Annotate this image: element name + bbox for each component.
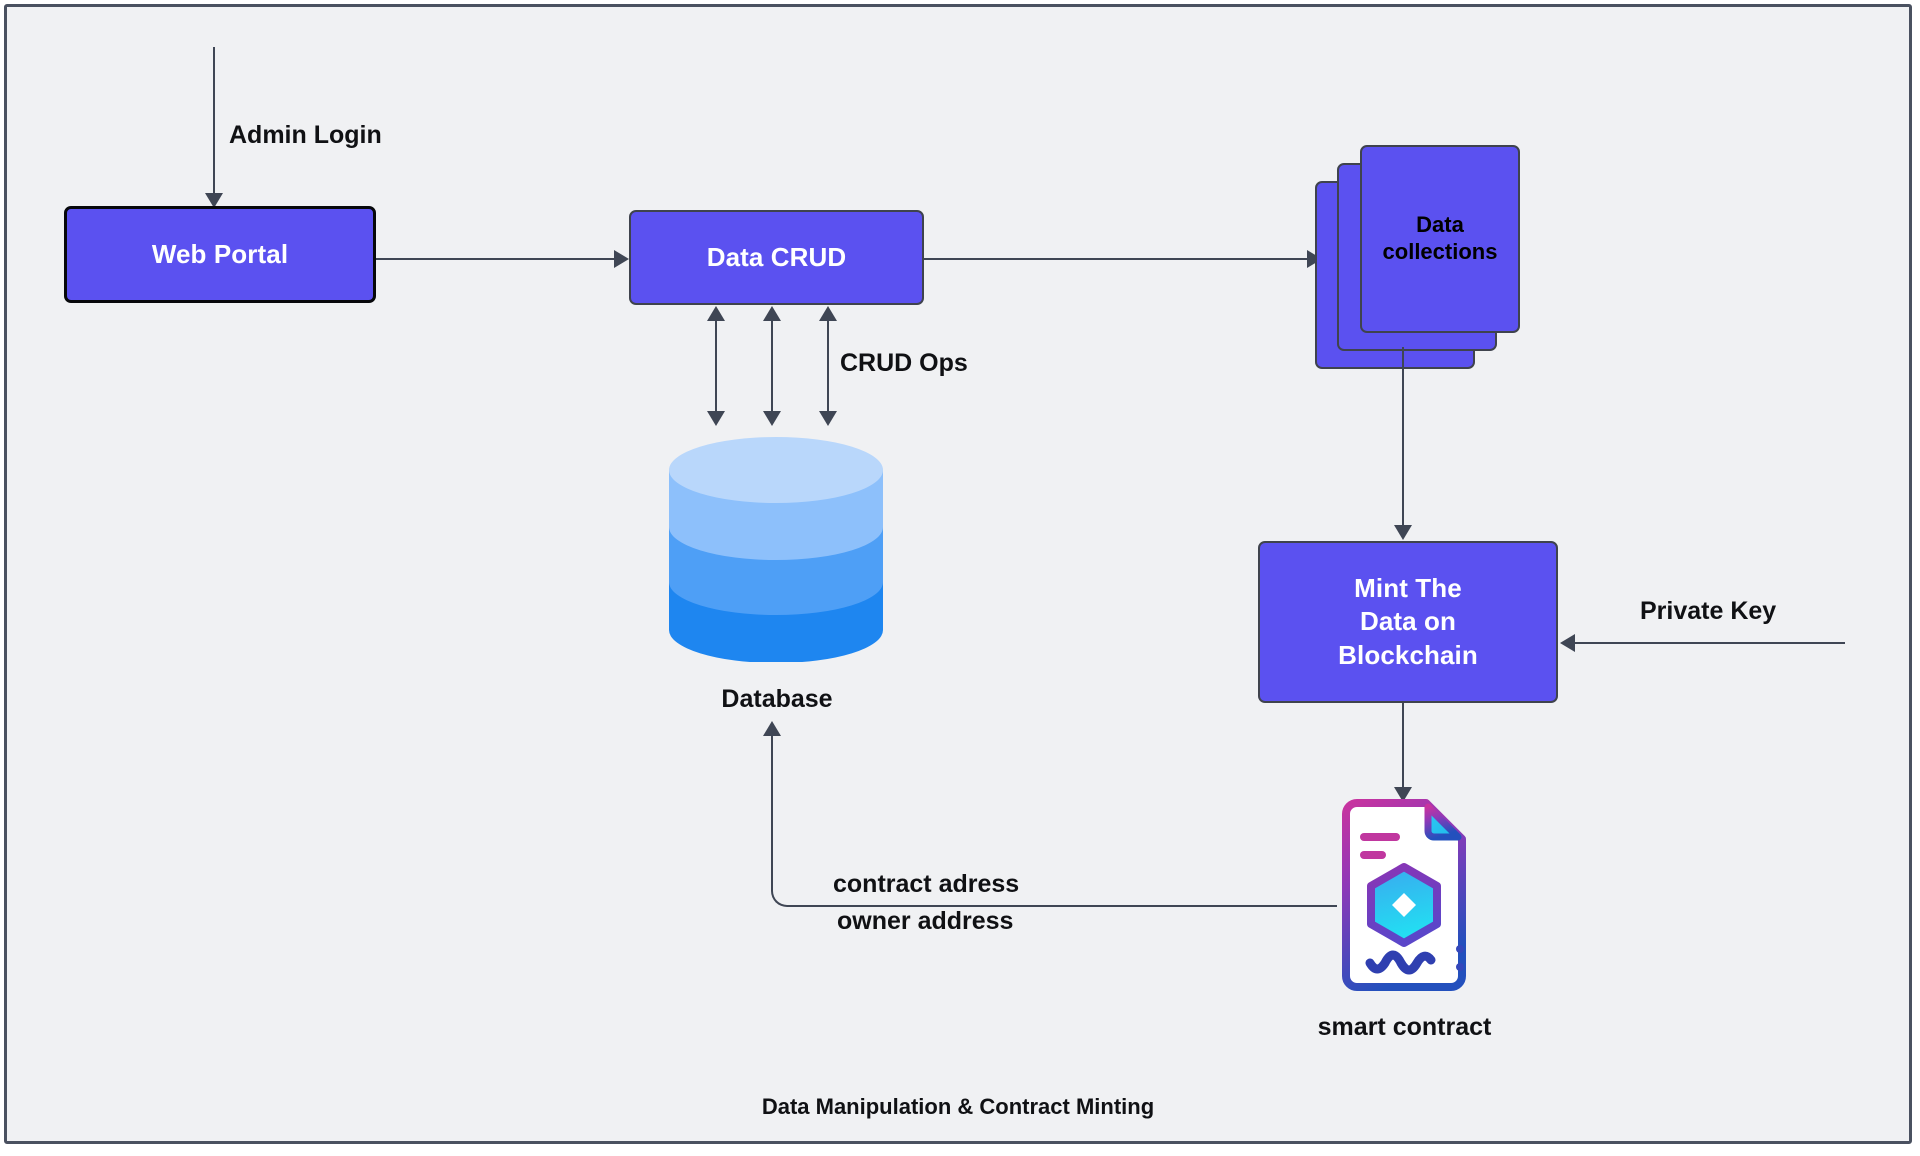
node-web-portal-label: Web Portal <box>151 238 289 269</box>
collections-to-mint-arrowhead <box>1394 525 1412 540</box>
admin-login-arrowhead <box>205 193 223 208</box>
edge-label-admin-login: Admin Login <box>229 121 382 149</box>
contract-address-elbow-connector <box>771 725 1337 907</box>
smart-contract-document-icon[interactable] <box>1334 797 1474 993</box>
edge-label-crud-ops: CRUD Ops <box>840 349 968 377</box>
database-cylinder-icon <box>667 422 885 662</box>
crud-arrow-3-head-up <box>819 306 837 321</box>
smart-contract-label: smart contract <box>1317 1013 1492 1041</box>
collections-to-mint-line <box>1402 347 1404 529</box>
crud-arrow-1-head-down <box>707 411 725 426</box>
crud-arrow-2-head-up <box>763 306 781 321</box>
crud-arrow-2-line <box>771 315 773 415</box>
diagram-caption: Data Manipulation & Contract Minting <box>761 1094 1155 1119</box>
crud-arrow-2-head-down <box>763 411 781 426</box>
web-portal-to-data-crud-arrowhead <box>614 250 629 268</box>
mint-to-contract-line <box>1402 703 1404 791</box>
edge-label-private-key: Private Key <box>1640 597 1777 625</box>
data-collections-card-front[interactable]: Data collections <box>1360 145 1520 333</box>
mint-to-contract-arrowhead <box>1394 787 1412 802</box>
crud-arrow-1-head-up <box>707 306 725 321</box>
node-mint-blockchain-label: Mint The Data on Blockchain <box>1338 573 1478 670</box>
private-key-connector-line <box>1575 642 1845 644</box>
crud-arrow-3-line <box>827 315 829 415</box>
private-key-arrowhead <box>1560 634 1575 652</box>
data-collections-label: Data collections <box>1382 212 1498 264</box>
admin-login-connector-line <box>213 47 215 199</box>
contract-address-arrowhead <box>763 721 781 736</box>
node-data-collections[interactable]: Data collections <box>1315 145 1520 370</box>
crud-arrow-3-head-down <box>819 411 837 426</box>
node-data-crud-label: Data CRUD <box>706 241 847 272</box>
data-crud-to-collections-line <box>924 258 1309 260</box>
crud-arrow-1-line <box>715 315 717 415</box>
edge-label-owner-address: owner address <box>837 907 1014 935</box>
node-web-portal[interactable]: Web Portal <box>64 206 376 303</box>
node-mint-blockchain[interactable]: Mint The Data on Blockchain <box>1258 541 1558 703</box>
diagram-canvas: Admin Login Web Portal Data CRUD CRUD Op… <box>4 4 1912 1144</box>
web-portal-to-data-crud-line <box>376 258 616 260</box>
database-label: Database <box>721 685 833 713</box>
node-data-crud[interactable]: Data CRUD <box>629 210 924 305</box>
edge-label-contract-address: contract adress <box>833 870 1020 898</box>
